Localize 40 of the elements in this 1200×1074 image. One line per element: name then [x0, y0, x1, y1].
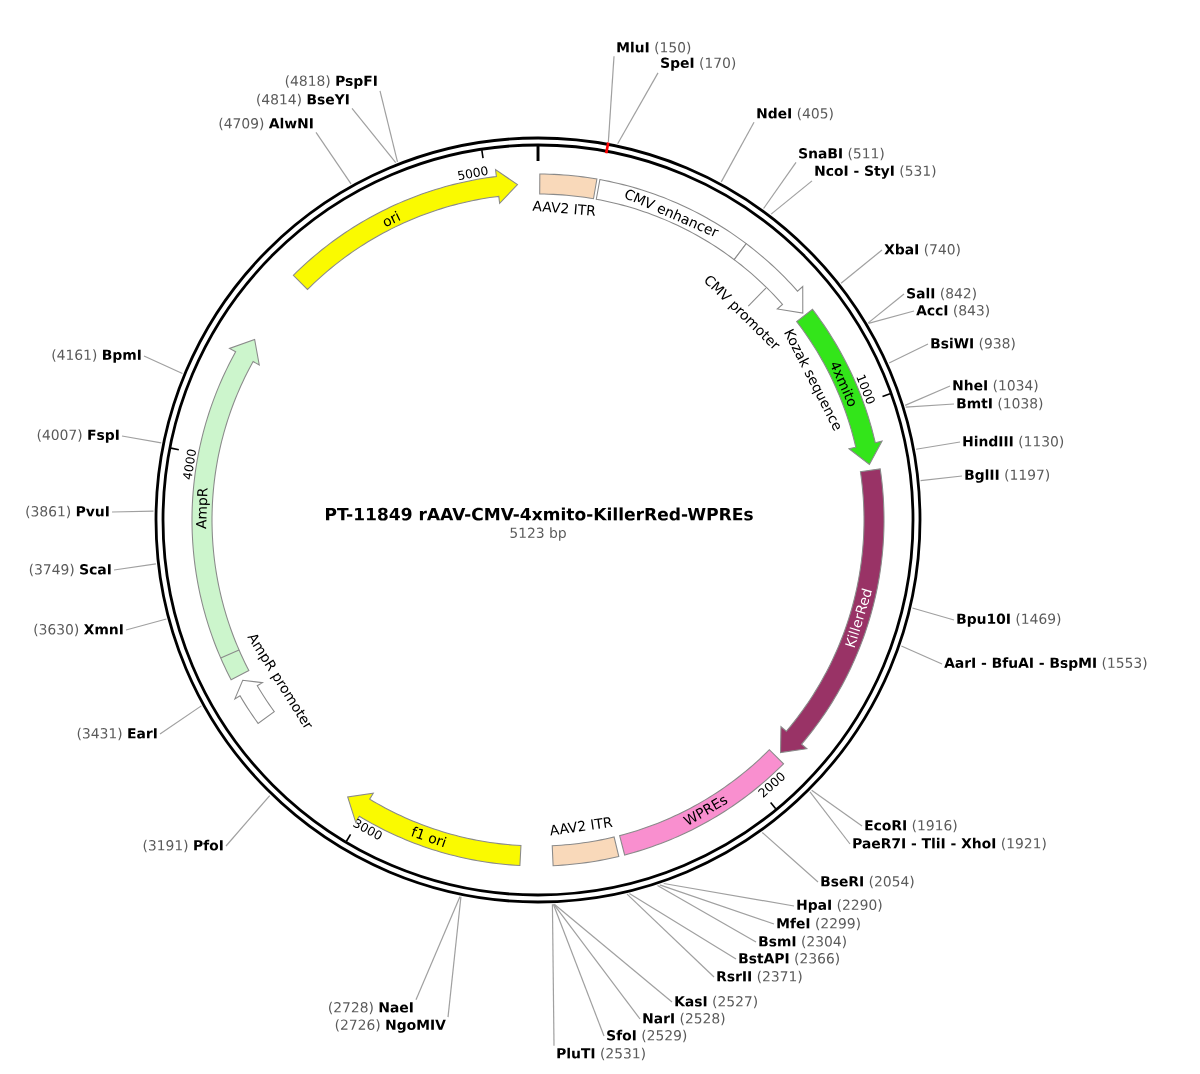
leader-line [656, 884, 757, 943]
leader-line [911, 607, 955, 621]
leader-line [159, 705, 202, 735]
leader-line [125, 618, 167, 631]
leader-line [763, 161, 797, 210]
leader-line [415, 896, 461, 1001]
leader-line [628, 893, 737, 960]
leader-line [552, 903, 605, 1037]
leader-line [900, 645, 943, 665]
leader-line [809, 791, 851, 845]
leader-line [720, 121, 755, 183]
leader-line [663, 882, 795, 907]
leader-line [904, 385, 951, 406]
leader-line [915, 441, 961, 450]
leader-line [225, 795, 271, 847]
leader-line [379, 90, 399, 163]
leader-line [607, 55, 615, 143]
leader-line [121, 435, 162, 444]
leader-line [553, 903, 673, 1003]
leader-line [919, 475, 963, 482]
leader-line [143, 355, 183, 375]
leader-line [617, 72, 659, 145]
leader-line [111, 510, 155, 513]
leader-line [447, 896, 462, 1018]
leader-line [551, 903, 555, 1047]
leader-line [867, 310, 915, 324]
leader-line [659, 884, 775, 925]
leader-line [553, 903, 641, 1020]
map-title: PT-11849 rAAV-CMV-4xmito-KillerRed-WPREs [326, 507, 753, 521]
leader-line [811, 789, 863, 827]
leader-line [840, 249, 883, 284]
leader-line [905, 403, 955, 408]
leader-line [315, 131, 352, 185]
leader-line [761, 831, 819, 883]
leader-line [888, 343, 929, 364]
leader-line [113, 563, 157, 571]
leader-line [351, 107, 397, 164]
leader-line [626, 893, 715, 978]
leader-line [770, 180, 813, 215]
leader-line [867, 293, 905, 324]
